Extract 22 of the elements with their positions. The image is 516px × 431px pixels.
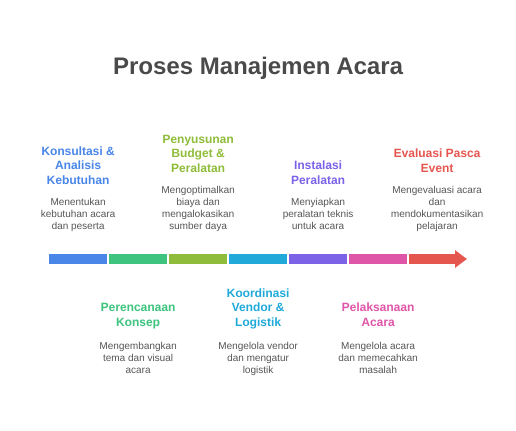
timeline-segment <box>289 254 347 264</box>
stage-heading: Evaluasi Pasca Event <box>392 146 482 175</box>
stage-description: Mengelola acara dan memecahkan masalah <box>337 341 419 377</box>
timeline-arrow <box>409 250 467 268</box>
stage-heading: Instalasi Peralatan <box>290 158 346 187</box>
stage-description: Menyiapkan peralatan teknis untuk acara <box>282 197 354 233</box>
stage-description: Mengevaluasi acara dan mendokumentasikan pelajaran <box>390 185 484 233</box>
stage-description: Menentukan kebutuhan acara dan peserta <box>40 197 116 233</box>
diagram-title: Proses Manajemen Acara <box>112 52 404 82</box>
stage-heading: Pelaksanaan Acara <box>340 300 416 329</box>
stage-description: Mengoptimalkan biaya dan mengalokasikan sumber daya <box>160 185 236 233</box>
timeline-segment <box>109 254 167 264</box>
stage-heading: Konsultasi & Analisis Kebutuhan <box>40 144 116 187</box>
stage-description: Mengelola vendor dan mengatur logistik <box>217 341 299 377</box>
timeline-segment <box>169 254 227 264</box>
timeline-segment <box>49 254 107 264</box>
timeline-segment <box>229 254 287 264</box>
stage-heading: Perencanaan Konsep <box>100 300 176 329</box>
timeline-segment <box>349 254 407 264</box>
stage-heading: Penyusunan Budget & Peralatan <box>161 132 235 175</box>
stage-description: Mengembangkan tema dan visual acara <box>98 341 178 377</box>
stage-heading: Koordinasi Vendor & Logistik <box>226 286 290 329</box>
